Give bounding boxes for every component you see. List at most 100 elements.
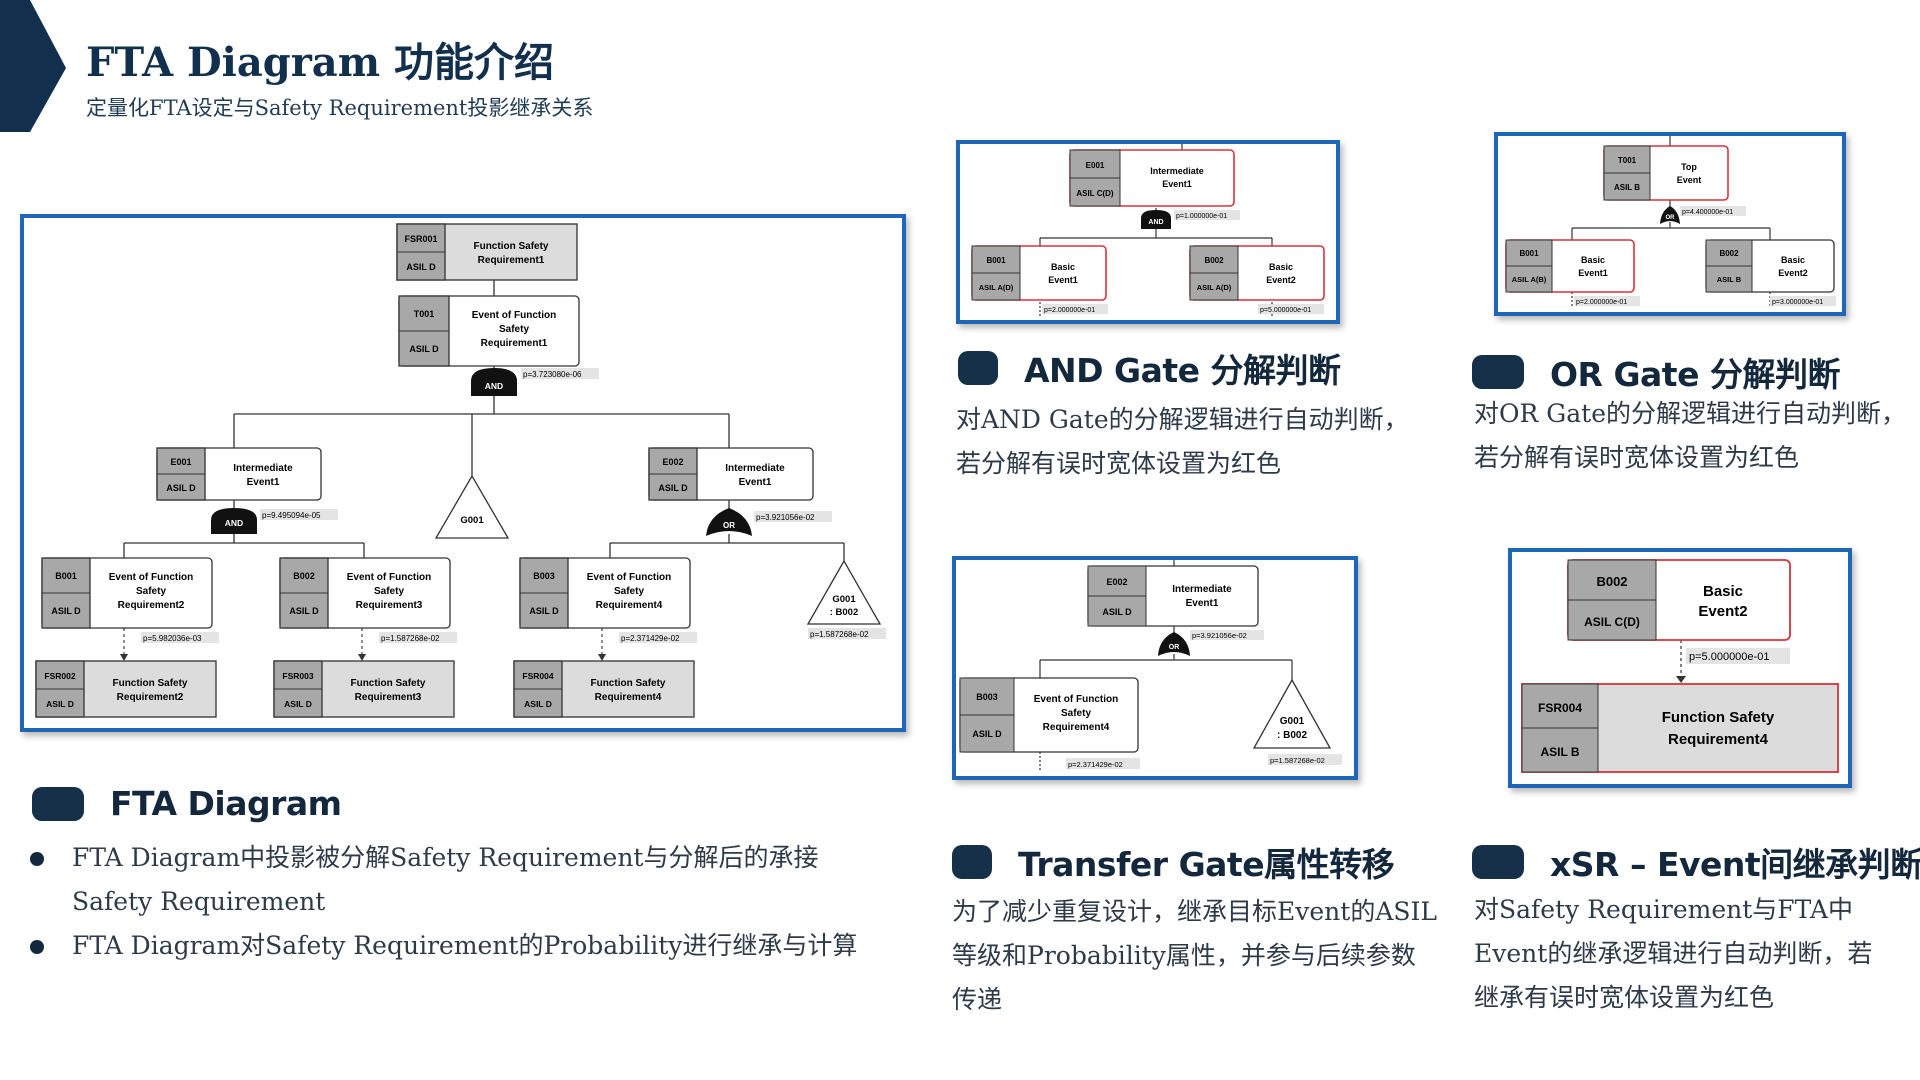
node-name: Basic	[1781, 255, 1805, 265]
node-b002[interactable]: B002 ASIL C(D) Basic Event2	[1567, 559, 1791, 641]
node-name: Event1	[739, 477, 772, 488]
node-asil: ASIL D	[658, 483, 688, 493]
node-name: Event2	[1698, 603, 1747, 620]
gate-probability: p=3.723080e-06	[523, 370, 582, 379]
node-id: B001	[1519, 249, 1539, 258]
node-asil: ASIL C(D)	[1584, 615, 1640, 629]
node-name: Event2	[1778, 268, 1808, 278]
node-name: Event1	[247, 477, 280, 488]
section-title: xSR – Event间继承判断	[1550, 845, 1920, 884]
node-name: Intermediate	[1150, 166, 1204, 176]
and-gate-icon: AND	[471, 368, 517, 396]
gate-label: : B002	[1277, 730, 1307, 741]
node-id: E002	[1106, 577, 1127, 587]
node-asil: ASIL A(D)	[979, 283, 1014, 292]
gate-probability: p=3.921056e-02	[1192, 631, 1247, 640]
node-id: B002	[1204, 256, 1224, 265]
node-b001[interactable]: B001 ASIL D Event of Function Safety Req…	[41, 557, 213, 629]
node-asil: ASIL D	[284, 699, 312, 709]
gate-label: AND	[225, 518, 243, 528]
node-id: B001	[986, 256, 1006, 265]
transfer-gate-icon[interactable]: G001 : B002	[806, 559, 882, 625]
node-name: Event of Function	[347, 572, 431, 583]
node-name: Safety	[136, 586, 166, 597]
node-name: Safety	[499, 324, 529, 335]
node-fsr003[interactable]: FSR003 ASIL D Function Safety Requiremen…	[273, 660, 455, 718]
gate-label: AND	[485, 381, 503, 391]
node-fsr004[interactable]: FSR004 ASIL D Function Safety Requiremen…	[513, 660, 695, 718]
section-title: AND Gate 分解判断	[1024, 351, 1341, 390]
xsr-event-diagram: B002 ASIL C(D) Basic Event2 p=5.000000e-…	[1508, 548, 1852, 788]
section-marker-icon	[1472, 845, 1524, 879]
node-id: E001	[1086, 161, 1105, 170]
node-name: Event of Function	[587, 572, 671, 583]
node-b001[interactable]: B001 ASIL A(D) Basic Event1	[971, 245, 1107, 301]
section-marker-icon	[952, 845, 992, 879]
node-e001[interactable]: E001 ASIL C(D) Intermediate Event1	[1069, 149, 1235, 207]
node-name: Intermediate	[725, 463, 785, 474]
node-name: Event of Function	[1034, 694, 1118, 705]
or-gate-icon: OR	[1660, 206, 1680, 224]
event-probability: p=1.587268e-02	[810, 630, 869, 639]
section-marker-icon	[1472, 355, 1524, 389]
section-title: FTA Diagram	[110, 784, 342, 823]
event-probability: p=5.000000e-01	[1260, 307, 1311, 314]
node-name: Safety	[374, 586, 404, 597]
node-e002[interactable]: E002 ASIL D Intermediate Event1	[648, 447, 814, 501]
node-b003[interactable]: B003 ASIL D Event of Function Safety Req…	[519, 557, 691, 629]
section-description: 对AND Gate的分解逻辑进行自动判断，若分解有误时宽体设置为红色	[956, 405, 1409, 478]
node-name: Requirement3	[355, 692, 422, 703]
node-t001[interactable]: T001 ASIL B Top Event	[1603, 145, 1729, 201]
node-b003[interactable]: B003 ASIL D Event of Function Safety Req…	[959, 677, 1139, 753]
section-description: 对Safety Requirement与FTA中Event的继承逻辑进行自动判断…	[1474, 895, 1873, 1012]
node-id: B002	[293, 571, 315, 581]
page-subtitle: 定量化FTA设定与Safety Requirement投影继承关系	[86, 96, 594, 120]
section-description: 对OR Gate的分解逻辑进行自动判断，若分解有误时宽体设置为红色	[1474, 399, 1906, 472]
node-name: Safety	[1061, 708, 1091, 719]
node-name: Basic	[1703, 583, 1743, 600]
node-asil: ASIL D	[524, 699, 552, 709]
node-name: Event1	[1578, 268, 1608, 278]
node-id: T001	[1618, 156, 1637, 165]
node-asil: ASIL D	[529, 606, 559, 616]
node-name: Requirement4	[1043, 722, 1110, 733]
node-name: Basic	[1269, 262, 1293, 272]
node-asil: ASIL D	[972, 729, 1002, 739]
node-name: Requirement3	[356, 600, 423, 611]
transfer-gate-diagram: E002 ASIL D Intermediate Event1 OR p=3.9…	[952, 556, 1358, 780]
section-description: 为了减少重复设计，继承目标Event的ASIL等级和Probability属性，…	[952, 897, 1437, 1014]
node-b002[interactable]: B002 ASIL D Event of Function Safety Req…	[279, 557, 451, 629]
node-b002[interactable]: B002 ASIL B Basic Event2	[1705, 239, 1835, 293]
gate-label: : B002	[830, 607, 859, 618]
node-id: E001	[170, 457, 191, 467]
node-asil: ASIL D	[406, 262, 436, 272]
node-fsr004[interactable]: FSR004 ASIL B Function Safety Requiremen…	[1521, 683, 1839, 773]
node-e002[interactable]: E002 ASIL D Intermediate Event1	[1087, 565, 1259, 627]
node-asil: ASIL D	[409, 344, 439, 354]
node-e001[interactable]: E001 ASIL D Intermediate Event1	[156, 447, 322, 501]
node-t001[interactable]: T001 ASIL D Event of Function Safety Req…	[398, 295, 580, 367]
node-id: FSR004	[1538, 701, 1582, 715]
bullet-item: FTA Diagram中投影被分解Safety Requirement与分解后的…	[30, 836, 870, 924]
node-id: B003	[976, 692, 998, 702]
node-asil: ASIL A(D)	[1197, 283, 1232, 292]
event-probability: p=1.587268e-02	[1270, 756, 1325, 765]
node-name: Requirement4	[596, 600, 663, 611]
section-and-heading: AND Gate 分解判断	[958, 344, 1341, 392]
node-fsr002[interactable]: FSR002 ASIL D Function Safety Requiremen…	[35, 660, 217, 718]
node-id: B002	[1719, 249, 1739, 258]
node-name: Safety	[614, 586, 644, 597]
transfer-gate-icon[interactable]: G001	[434, 474, 510, 539]
gate-label: OR	[723, 521, 735, 530]
node-name: Requirement4	[1668, 731, 1769, 748]
node-b002[interactable]: B002 ASIL A(D) Basic Event2	[1189, 245, 1325, 301]
section-marker-icon	[32, 786, 84, 821]
transfer-gate-icon[interactable]: G001 : B002	[1252, 678, 1332, 749]
and-gate-diagram: E001 ASIL C(D) Intermediate Event1 AND p…	[956, 140, 1340, 324]
and-gate-icon: AND	[1141, 210, 1171, 229]
section-or-heading: OR Gate 分解判断	[1472, 348, 1840, 396]
node-name: Basic	[1581, 255, 1605, 265]
node-fsr001[interactable]: FSR001 ASIL D Function Safety Requiremen…	[396, 223, 578, 281]
node-id: FSR003	[282, 671, 313, 681]
node-b001[interactable]: B001 ASIL A(B) Basic Event1	[1505, 239, 1635, 293]
